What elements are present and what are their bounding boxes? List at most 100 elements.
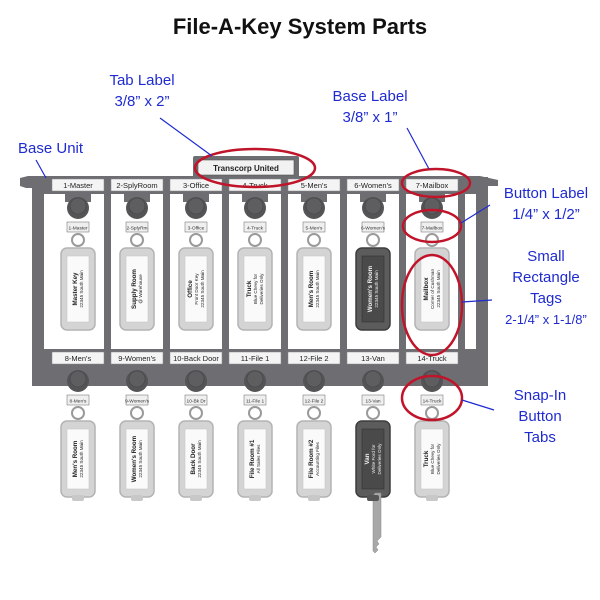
small-tags-line2: Rectangle (512, 269, 580, 286)
base-label-text: 8-Men's (65, 354, 92, 363)
tag-insert (361, 255, 385, 323)
button-arm (124, 190, 150, 202)
button-label-text: 9-Women's (125, 399, 150, 405)
tag-text-line: Accounting Files (315, 441, 320, 475)
tag-text-line: Front Door Key (194, 273, 199, 305)
tag-text-line: @ Warehouse (138, 274, 143, 304)
divider-post (104, 190, 111, 350)
button-label (125, 394, 149, 406)
tag-text-line: Mailbox (423, 277, 430, 301)
snap-in-button-face (128, 197, 146, 215)
button-label (302, 394, 326, 406)
tab-label-callout-size: 3/8” x 2” (114, 93, 170, 110)
snap-in-button-face (364, 197, 382, 215)
base-label-text: 14-Truck (417, 354, 447, 363)
tag-text-line: Deliveries Only (377, 443, 382, 475)
tag-text-line: White Ford for (371, 444, 376, 474)
small-tags-leader (461, 299, 493, 303)
button-label-text: 1-Master (69, 226, 88, 232)
snap-in-button-face (69, 197, 87, 215)
button-label-text: 3-Office (188, 226, 205, 232)
key-ring (366, 233, 380, 247)
base-label-text: 3-Office (183, 181, 209, 190)
tag-text-line: Men's Room (308, 270, 315, 307)
right-rail (476, 186, 488, 384)
tag-text-line: Women's Room (367, 265, 374, 312)
base-unit-callout-name: Base Unit (18, 140, 84, 157)
snap-in-line3: Tabs (524, 429, 556, 446)
button-arm (419, 363, 445, 375)
small-rectangle-tag-ellipse (400, 253, 464, 357)
tab-label (197, 159, 295, 176)
button-label-text: 13-Van (365, 399, 380, 405)
tag-text-line: Office (187, 280, 194, 298)
button-label-text: 4-Truck (247, 226, 264, 232)
key-ring (130, 233, 144, 247)
key-columns (65, 190, 465, 392)
snap-in-line2: Button (518, 408, 562, 425)
button-label-callout-size: 1/4” x 1/2” (512, 206, 580, 223)
base-label-callout-name: Base Label (332, 88, 408, 105)
button-label-leader (460, 204, 491, 224)
tab-label-text: Transcorp United (213, 164, 279, 173)
tag-bottom-cap (131, 495, 143, 501)
tag-text-line: 22345 South Main (79, 440, 84, 478)
button-label-text: 2-SplyRm (126, 226, 147, 232)
button-arm (65, 190, 91, 202)
snap-in-leader (461, 399, 495, 411)
button-arm (183, 190, 209, 202)
tag-insert (243, 428, 267, 490)
tag-text-line: Truck (246, 280, 253, 297)
snap-in-button-face (305, 197, 323, 215)
tag-insert (302, 255, 326, 323)
snap-in-button-face (364, 370, 382, 388)
snap-in-button-face (69, 370, 87, 388)
tag-bottom-cap (308, 495, 320, 501)
base-label (51, 178, 105, 192)
key-ring (71, 233, 85, 247)
small-tags-size: 2-1/4” x 1-1/8” (505, 312, 587, 327)
base-label (346, 178, 400, 192)
base-unit-callout: Base Unit (18, 138, 83, 159)
button-arm (242, 363, 268, 375)
button-arm (242, 190, 268, 202)
base-label-callout-size: 3/8” x 1” (342, 109, 398, 126)
tag-text-line: 22345 South Main (79, 270, 84, 308)
tag-text-line: Men's Room (72, 440, 79, 477)
tag-text-group: Supply Room@ Warehouse (131, 269, 143, 309)
tag-insert (361, 428, 385, 490)
base-label (110, 351, 164, 365)
callout-ellipses (193, 147, 472, 422)
base-label-callout: Base Label 3/8” x 1” (320, 86, 420, 128)
button-label-text: 14-Truck (423, 399, 442, 405)
tag-text-line: Deliveries Only (259, 273, 264, 305)
base-label-text: 5-Men's (301, 181, 328, 190)
button-label (66, 221, 90, 233)
base-unit-leader (35, 159, 47, 179)
button-label-callout: Button Label 1/4” x 1/2” (494, 183, 598, 225)
button-label (361, 221, 385, 233)
small-tags-line1: Small (527, 248, 565, 265)
small-rectangle-tags-callout: Small Rectangle Tags 2-1/4” x 1-1/8” (494, 246, 598, 330)
button-arm (360, 190, 386, 202)
button-arm (301, 363, 327, 375)
snap-in-button-face (423, 197, 441, 215)
button-label (125, 221, 149, 233)
snap-in-button-tabs-callout: Snap-In Button Tabs (500, 385, 580, 448)
button-label (420, 394, 444, 406)
tag-insert (184, 255, 208, 323)
button-label (302, 221, 326, 233)
tag-text-line: 22345 South Main (138, 440, 143, 478)
tag-insert (66, 255, 90, 323)
snap-in-button-face (305, 370, 323, 388)
key-ring (425, 233, 439, 247)
tag-text-line: 22345 South Main (315, 270, 320, 308)
button-label-callout-name: Button Label (503, 185, 589, 202)
base-label (110, 178, 164, 192)
key-ring (189, 406, 203, 420)
key-ring (189, 233, 203, 247)
